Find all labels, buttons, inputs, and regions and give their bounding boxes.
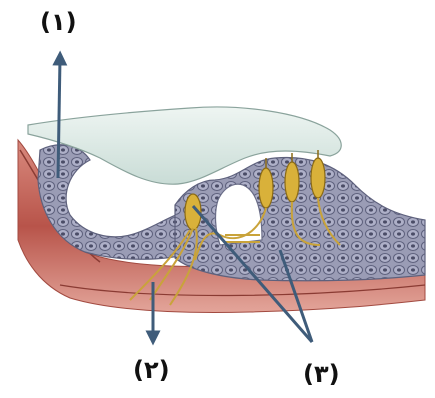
supporting-cells — [175, 157, 425, 280]
arrow-1 — [58, 58, 60, 178]
label-3: (۳) — [303, 362, 340, 386]
label-2: (۲) — [133, 358, 170, 382]
label-1: (۱) — [40, 10, 77, 34]
